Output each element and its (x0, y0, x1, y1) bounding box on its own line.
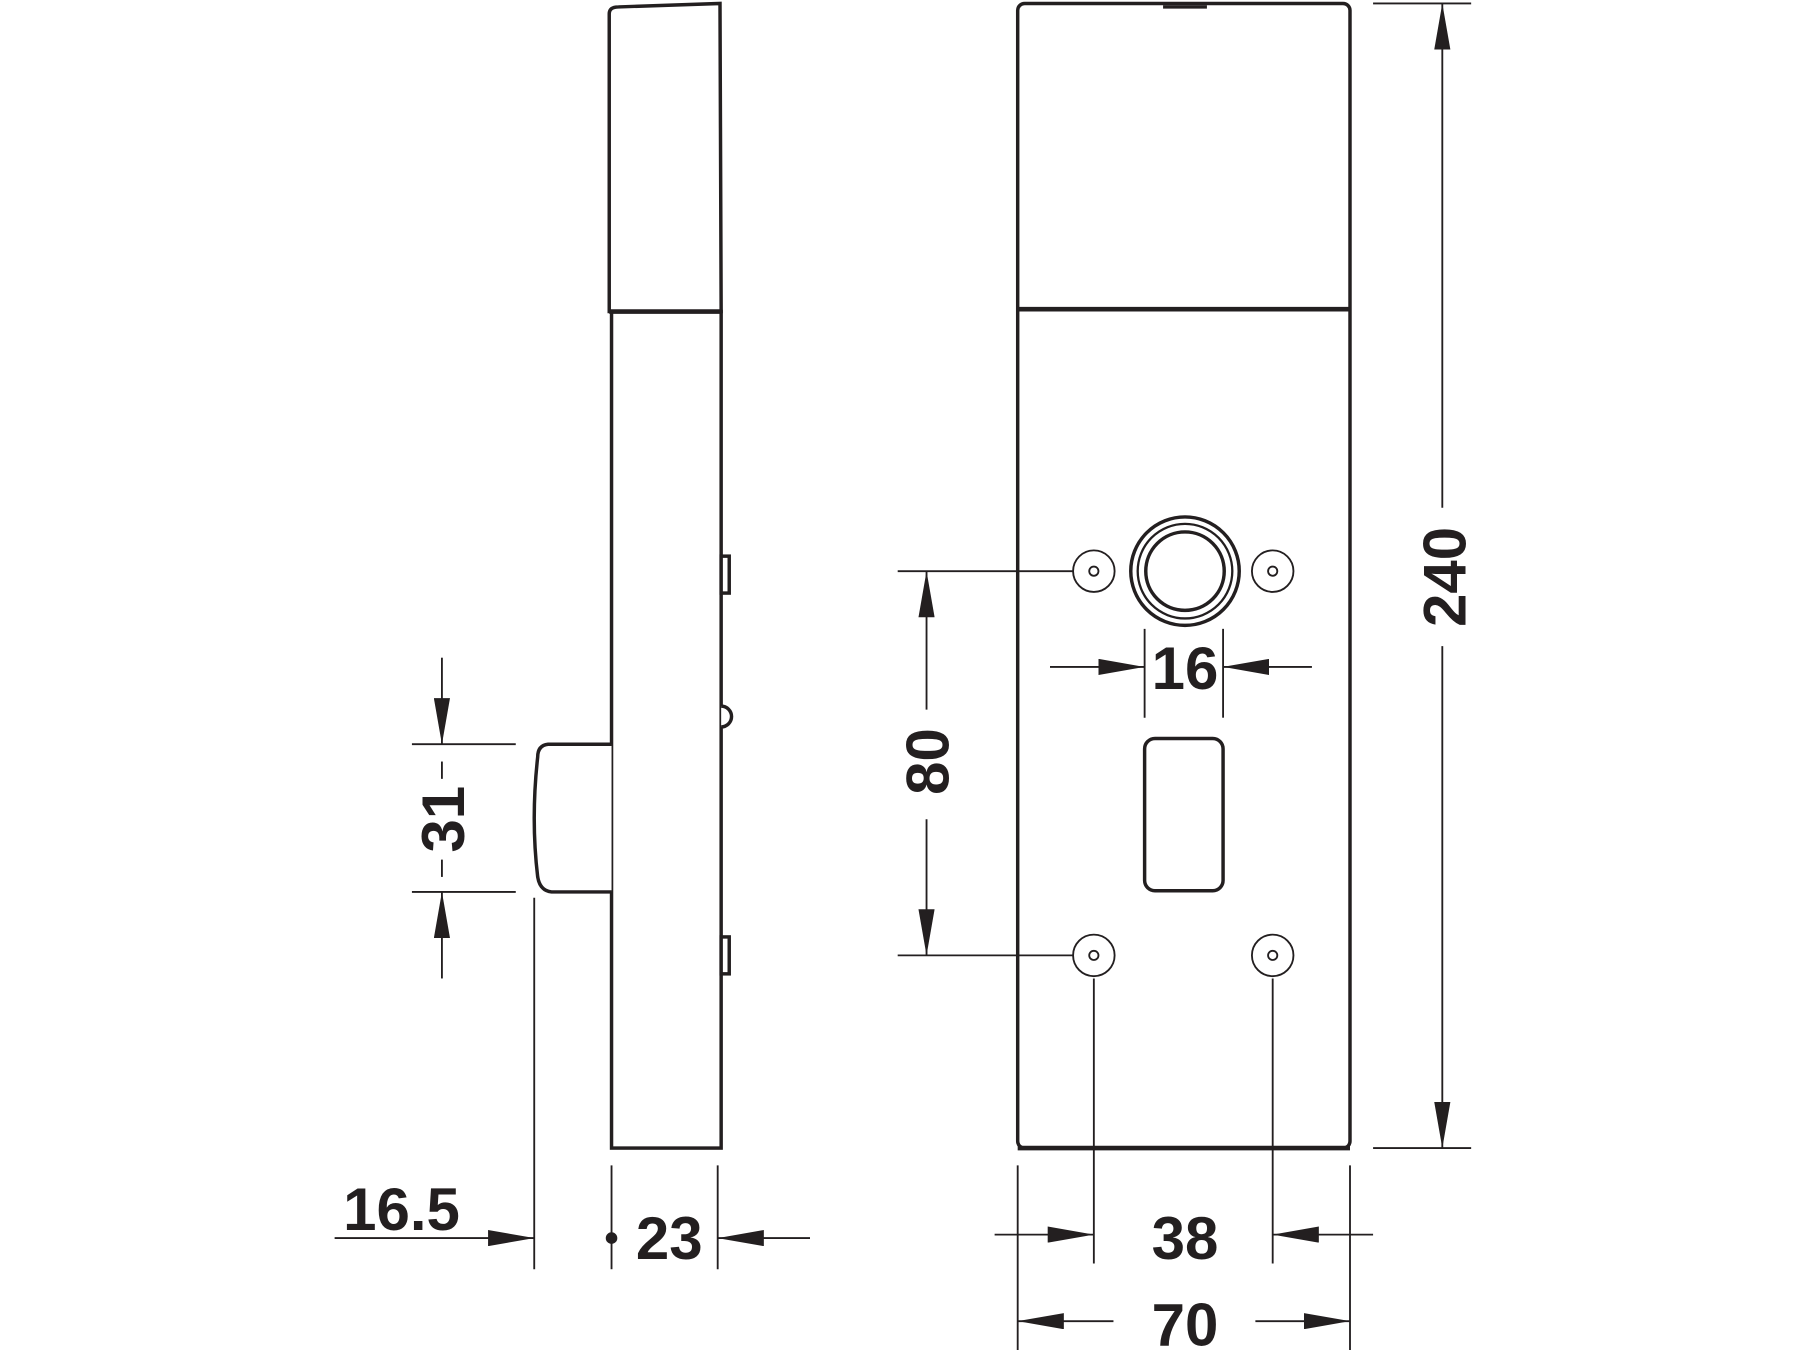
dimension-label-240: 240 (1411, 527, 1478, 627)
screw-hole (1251, 549, 1295, 593)
dimension-80: 80 (894, 570, 1074, 957)
dimension-label-16-5: 16.5 (343, 1176, 460, 1243)
side-bump-bottom (719, 935, 731, 976)
dimension-label-38: 38 (1152, 1205, 1219, 1272)
dimension-label-70: 70 (1152, 1291, 1219, 1350)
dimension-label-80: 80 (894, 728, 961, 795)
side-bump-top (719, 554, 731, 595)
screw-hole (1251, 933, 1295, 978)
front-view (1015, 1, 1352, 1151)
cylinder-hole (1129, 515, 1241, 628)
dimension-31: 31 (410, 657, 516, 979)
side-top-cap (607, 1, 723, 314)
dimension-16-5: 16.5 (334, 897, 536, 1270)
dimension-240: 240 (1373, 2, 1478, 1149)
dimension-label-31: 31 (410, 786, 477, 853)
dimension-16: 16 (1050, 628, 1312, 718)
knob (532, 742, 612, 894)
dimension-label-16: 16 (1152, 635, 1219, 702)
side-bump-middle (720, 704, 734, 729)
dimension-38: 38 (994, 978, 1374, 1272)
dimension-dot (605, 1232, 618, 1244)
dimension-label-23: 23 (636, 1205, 703, 1272)
dimension-70: 70 (1016, 1165, 1351, 1350)
key-slot (1142, 736, 1225, 893)
front-plate (1015, 1, 1352, 1150)
dimension-23: 23 (605, 1165, 810, 1272)
side-body (609, 309, 723, 1150)
side-view (532, 1, 734, 1150)
